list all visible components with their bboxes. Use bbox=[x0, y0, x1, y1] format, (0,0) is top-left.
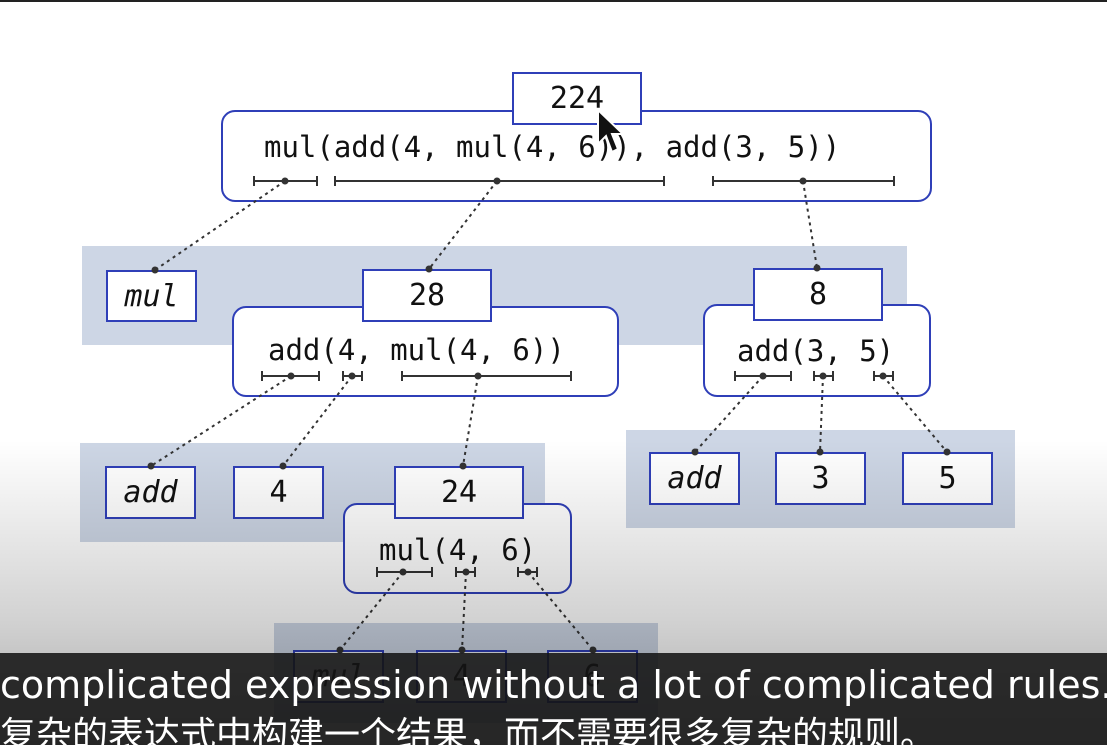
mul-operator-box: mul bbox=[106, 270, 197, 322]
operand-3-box: 3 bbox=[775, 452, 866, 505]
add-operator-box-right: add bbox=[649, 452, 740, 505]
dotted-edges bbox=[150, 180, 948, 651]
root-expression-node bbox=[221, 110, 932, 202]
edge-endpoints bbox=[147, 177, 951, 654]
add-operator-box-left: add bbox=[105, 466, 196, 519]
mouse-pointer-icon bbox=[597, 108, 626, 154]
left-subexpression-text: add(4, mul(4, 6)) bbox=[268, 333, 565, 367]
operand-4-box: 4 bbox=[233, 466, 324, 519]
english-subtitle: complicated expression without a lot of … bbox=[0, 663, 1107, 707]
chinese-subtitle: 复杂的表达式中构建一个结果，而不需要很多复杂的规则。 bbox=[0, 715, 937, 756]
underline-brackets bbox=[253, 176, 895, 577]
operand-5-box: 5 bbox=[902, 452, 993, 505]
root-expression-text: mul(add(4, mul(4, 6)), add(3, 5)) bbox=[264, 130, 841, 164]
top-border-line bbox=[0, 0, 1107, 2]
inner-subexpression-value-box: 24 bbox=[394, 466, 524, 519]
root-value-box: 224 bbox=[512, 72, 642, 125]
right-subexpression-text: add(3, 5) bbox=[737, 334, 895, 368]
inner-subexpression-text: mul(4, 6) bbox=[379, 533, 537, 567]
right-subexpression-value-box: 8 bbox=[753, 268, 883, 321]
caption-background bbox=[0, 653, 1107, 745]
left-subexpression-value-box: 28 bbox=[362, 269, 492, 322]
